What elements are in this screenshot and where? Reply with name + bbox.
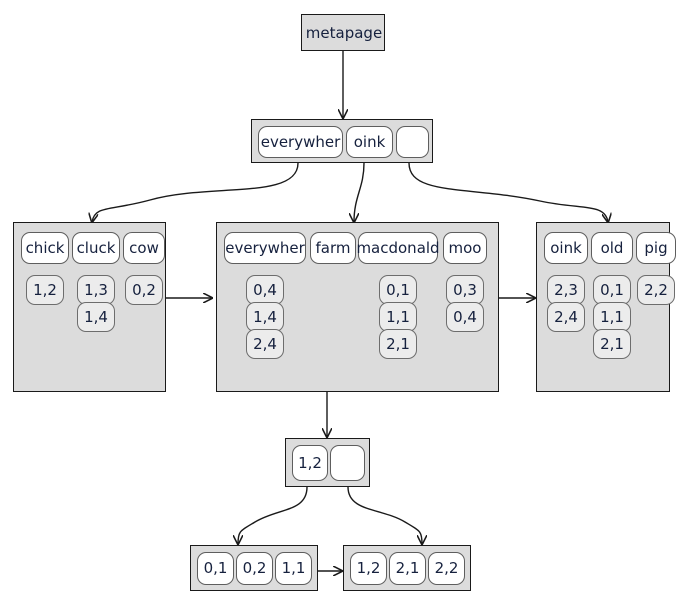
metapage-label: metapage	[305, 24, 383, 42]
leaf-left-cell-cluck[interactable]: cluck	[72, 232, 120, 264]
leaf-right-value-oink-1: 2,4	[547, 302, 585, 332]
leaf-right-cell-old[interactable]: old	[591, 232, 633, 264]
posting-leaf-left-cell-1[interactable]: 0,2	[236, 552, 273, 585]
edge-empty-to-leaf-right	[408, 162, 608, 222]
leaf-middle-value-macdonald-2: 2,1	[379, 329, 417, 359]
leaf-middle-value-macdonald-0: 0,1	[379, 275, 417, 305]
leaf-middle-value-everywher-0: 0,4	[246, 275, 284, 305]
leaf-right-value-old-2: 2,1	[593, 329, 631, 359]
leaf-right-value-old-0: 0,1	[593, 275, 631, 305]
leaf-right-value-pig-0: 2,2	[637, 275, 675, 305]
posting-leaf-left-cell-2[interactable]: 1,1	[275, 552, 312, 585]
leaf-right-cell-oink[interactable]: oink	[544, 232, 588, 264]
node-posting-leaf-left[interactable]: 0,1 0,2 1,1	[190, 545, 318, 591]
posting-internal-cell-0[interactable]: 1,2	[292, 445, 328, 481]
internal-cell-oink[interactable]: oink	[346, 126, 393, 158]
posting-leaf-right-cell-0[interactable]: 1,2	[350, 552, 387, 585]
node-leaf-middle[interactable]: everywher 0,4 1,4 2,4 farm macdonald 0,1…	[216, 222, 499, 392]
leaf-middle-value-everywher-2: 2,4	[246, 329, 284, 359]
node-leaf-right[interactable]: oink 2,3 2,4 old 0,1 1,1 2,1 pig 2,2	[536, 222, 676, 392]
leaf-left-value-cluck-1: 1,4	[77, 302, 115, 332]
leaf-left-value-cluck-0: 1,3	[77, 275, 115, 305]
node-internal[interactable]: everywher oink	[251, 119, 433, 163]
edge-posting-to-leaf-right	[347, 486, 422, 544]
leaf-left-value-chick-0: 1,2	[26, 275, 64, 305]
edge-everywher-to-leaf-left	[92, 162, 299, 222]
edge-posting-to-leaf-left	[238, 486, 308, 544]
leaf-left-cell-chick[interactable]: chick	[21, 232, 69, 264]
leaf-right-cell-pig[interactable]: pig	[636, 232, 676, 264]
leaf-middle-cell-moo[interactable]: moo	[443, 232, 487, 264]
leaf-left-cell-cow[interactable]: cow	[123, 232, 165, 264]
node-posting-leaf-right[interactable]: 1,2 2,1 2,2	[343, 545, 471, 591]
leaf-left-value-cow-0: 0,2	[125, 275, 163, 305]
leaf-middle-value-everywher-1: 1,4	[246, 302, 284, 332]
leaf-right-value-old-1: 1,1	[593, 302, 631, 332]
posting-internal-cell-empty[interactable]	[330, 445, 365, 481]
internal-cell-empty[interactable]	[396, 126, 429, 158]
node-leaf-left[interactable]: chick 1,2 cluck 1,3 1,4 cow 0,2	[13, 222, 166, 392]
leaf-middle-cell-macdonald[interactable]: macdonald	[356, 232, 440, 264]
leaf-middle-value-moo-1: 0,4	[446, 302, 484, 332]
leaf-middle-cell-farm[interactable]: farm	[310, 232, 356, 264]
posting-leaf-left-cell-0[interactable]: 0,1	[197, 552, 234, 585]
leaf-right-value-oink-0: 2,3	[547, 275, 585, 305]
posting-leaf-right-cell-2[interactable]: 2,2	[428, 552, 465, 585]
leaf-middle-value-moo-0: 0,3	[446, 275, 484, 305]
node-posting-internal[interactable]: 1,2	[285, 438, 370, 487]
internal-cell-everywher[interactable]: everywher	[258, 126, 343, 158]
edge-oink-to-leaf-middle	[354, 162, 365, 222]
posting-leaf-right-cell-1[interactable]: 2,1	[389, 552, 426, 585]
leaf-middle-cell-everywher[interactable]: everywher	[224, 232, 306, 264]
leaf-middle-value-macdonald-1: 1,1	[379, 302, 417, 332]
node-metapage[interactable]: metapage	[301, 14, 385, 51]
